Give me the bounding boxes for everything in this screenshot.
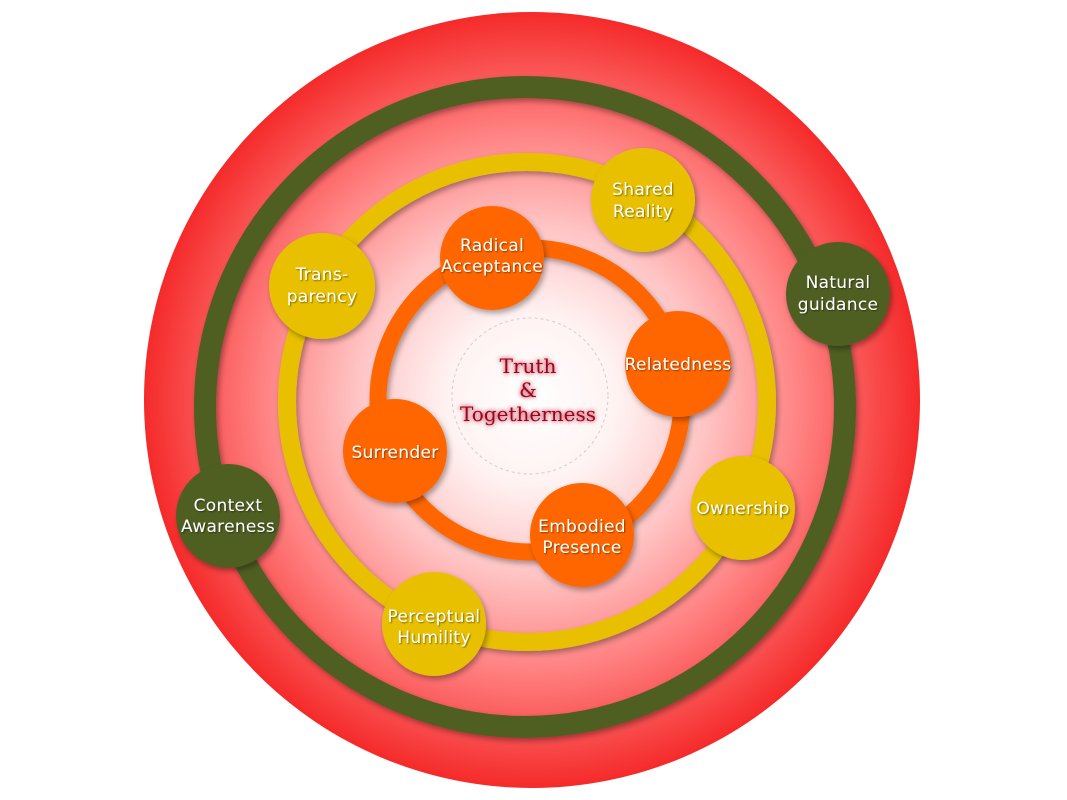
node-label: parency [287,287,358,307]
node-label: Acceptance [441,257,543,277]
node-natural-guidance: Natural guidance [786,242,890,346]
center-line-2: & [519,378,537,402]
node-label: Natural [806,273,871,293]
node-transparency: Trans- parency [269,233,375,339]
node-label: Ownership [696,499,789,519]
outer-background-disc [144,12,920,788]
node-ownership: Ownership [691,456,795,560]
center-dashed-circle [451,317,609,475]
node-label: Context [194,496,263,516]
center-line-1: Truth [500,354,557,378]
node-perceptual-humility: Perceptual Humility [382,572,486,676]
node-surrender: Surrender [343,399,447,503]
node-label: Surrender [351,443,438,463]
node-label: Awareness [181,517,275,537]
node-relatedness: Relatedness [625,311,732,417]
node-embodied-presence: Embodied Presence [530,483,634,587]
node-label: Humility [397,628,470,648]
center-line-3: Togetherness [460,402,596,426]
node-label: Shared [612,180,674,200]
node-label: Presence [542,538,621,558]
node-context-awareness: Context Awareness [176,464,280,568]
node-label: Embodied [538,517,626,537]
node-label: Perceptual [388,607,481,627]
node-label: guidance [798,295,878,315]
center-label: Truth & Togetherness [460,354,596,426]
node-radical-acceptance: Radical Acceptance [440,206,544,310]
node-label: Relatedness [625,355,732,375]
node-label: Reality [613,202,673,222]
middle-ring [278,153,776,651]
node-label: Trans- [295,265,349,285]
outer-ring [194,76,856,738]
node-shared-reality: Shared Reality [591,148,695,252]
node-label: Radical [460,236,524,256]
